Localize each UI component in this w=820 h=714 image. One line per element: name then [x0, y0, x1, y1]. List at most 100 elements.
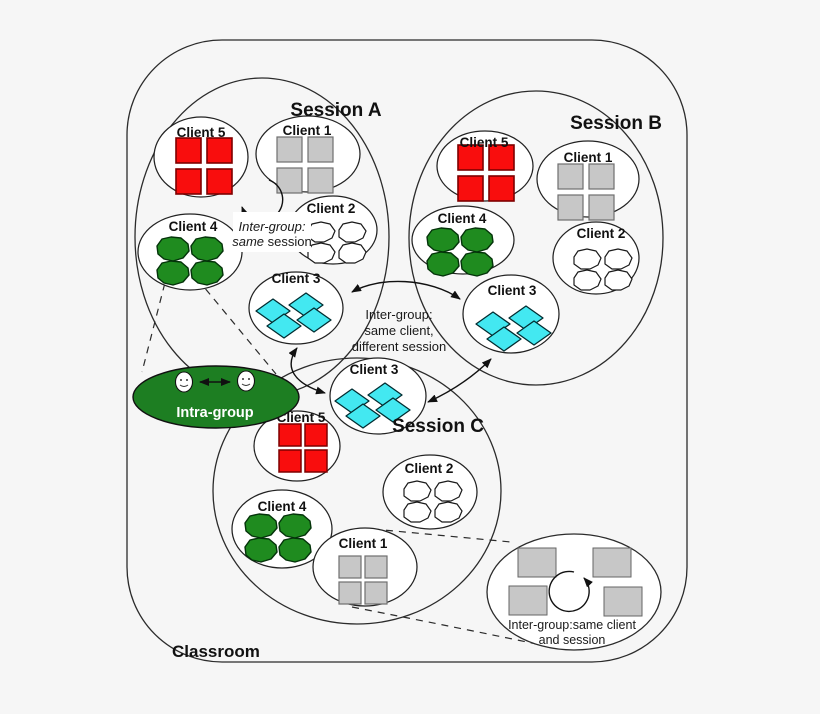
- client-group-client-4-session-b: Client 4: [411, 205, 515, 277]
- member-shape: [338, 555, 362, 579]
- member-shape: [557, 163, 584, 190]
- member-shape: [338, 581, 362, 605]
- session-b-boundary: [408, 90, 664, 386]
- arrow-client3-a-b: [351, 280, 461, 300]
- member-shape: [588, 194, 615, 221]
- client-group-label: Client 5: [277, 410, 326, 425]
- member-shape: [488, 175, 515, 202]
- member-shape: [244, 513, 278, 539]
- client-group-label: Client 1: [564, 150, 613, 165]
- member-shape: [304, 423, 328, 447]
- member-shape: [175, 168, 202, 195]
- member-shape: [206, 137, 233, 164]
- zoom-dash-client4-right: [188, 268, 277, 375]
- intra-group-label: Intra-group: [176, 405, 253, 421]
- member-shape: [403, 480, 432, 502]
- annotation-line: different session: [352, 339, 446, 354]
- member-shape: [403, 501, 432, 523]
- client-group-label: Client 2: [577, 226, 626, 241]
- member-shape: [460, 227, 494, 253]
- client-group-client-1-session-c: Client 1: [312, 527, 418, 607]
- client-group-client-1-session-a: Client 1: [255, 115, 361, 194]
- member-shape: [457, 144, 484, 171]
- member-shape: [307, 242, 336, 264]
- session-c-label: Session C: [392, 416, 484, 437]
- member-shape: [307, 136, 334, 163]
- cycle-arrow: [548, 570, 593, 613]
- member-shape: [434, 501, 463, 523]
- member-shape: [364, 555, 388, 579]
- client-group-label: Client 2: [307, 201, 356, 216]
- member-shape: [276, 136, 303, 163]
- arrow-client3-c-b: [427, 358, 492, 403]
- member-shape: [244, 537, 278, 563]
- client-group-label: Client 1: [283, 123, 332, 138]
- member-shape: [488, 144, 515, 171]
- annotation-same-session: Inter-group: same session: [232, 212, 312, 252]
- member-shape: [426, 227, 460, 253]
- member-shape: [516, 320, 552, 346]
- intra-group: Intra-group: [132, 365, 300, 429]
- client-group-client-5-session-a: Client 5: [153, 116, 249, 198]
- zoom-dash-client4-left: [141, 270, 169, 373]
- member-shape: [460, 251, 494, 277]
- client-group-label: Client 5: [460, 135, 509, 150]
- smiley-face-icon: [174, 371, 194, 393]
- client-group-client-5-session-c: Client 5: [253, 410, 341, 482]
- member-shape: [156, 236, 190, 262]
- replica-screen: [592, 547, 632, 578]
- client-group-label: Client 1: [339, 536, 388, 551]
- member-shape: [307, 221, 336, 243]
- annotation-line: and session: [539, 633, 606, 647]
- client-group-label: Client 3: [488, 283, 537, 298]
- member-shape: [307, 167, 334, 194]
- member-shape: [276, 167, 303, 194]
- member-shape: [338, 242, 367, 264]
- same-client-same-session-group: Inter-group:same client and session: [486, 533, 662, 651]
- member-shape: [206, 168, 233, 195]
- member-shape: [278, 537, 312, 563]
- client-group-label: Client 3: [350, 362, 399, 377]
- client-group-label: Client 4: [169, 219, 218, 234]
- client-group-label: Client 4: [258, 499, 307, 514]
- replica-screen: [517, 547, 557, 578]
- annotation-line: Inter-group:: [365, 307, 432, 322]
- member-shape: [296, 307, 332, 333]
- member-shape: [573, 269, 602, 291]
- member-shape: [486, 326, 522, 352]
- classroom-label: Classroom: [172, 642, 260, 661]
- member-shape: [278, 513, 312, 539]
- annotation-line: Inter-group:: [239, 219, 306, 234]
- intra-group-ellipse: [132, 365, 300, 429]
- member-shape: [338, 221, 367, 243]
- annotation-line: same session: [232, 234, 312, 249]
- member-shape: [156, 260, 190, 286]
- member-shape: [375, 397, 411, 423]
- client-groups: Client 5 Client 1 Client 2 Client 4 Client 3…: [137, 115, 640, 607]
- member-shape: [573, 248, 602, 270]
- client-group-client-2-session-c: Client 2: [382, 454, 478, 530]
- member-shape: [278, 449, 302, 473]
- member-shape: [190, 236, 224, 262]
- client-group-label: Client 3: [272, 271, 321, 286]
- member-shape: [604, 269, 633, 291]
- member-shape: [364, 581, 388, 605]
- client-group-client-4-session-a: Client 4: [137, 213, 243, 291]
- member-shape: [266, 313, 302, 339]
- member-shape: [557, 194, 584, 221]
- client-group-client-3-session-a: Client 3: [248, 271, 344, 345]
- member-shape: [604, 248, 633, 270]
- annotation-line: Inter-group:same client: [508, 618, 636, 632]
- client-group-label: Client 5: [177, 125, 226, 140]
- client-group-client-2-session-b: Client 2: [552, 221, 640, 295]
- replica-screen: [603, 586, 643, 617]
- session-a-label: Session A: [290, 100, 381, 121]
- member-shape: [278, 423, 302, 447]
- client-group-label: Client 2: [405, 461, 454, 476]
- zoom-dash-client1-top: [372, 528, 512, 543]
- smiley-face-icon: [236, 370, 256, 392]
- client-group-client-5-session-b: Client 5: [436, 130, 534, 202]
- classroom-boundary: [126, 39, 688, 663]
